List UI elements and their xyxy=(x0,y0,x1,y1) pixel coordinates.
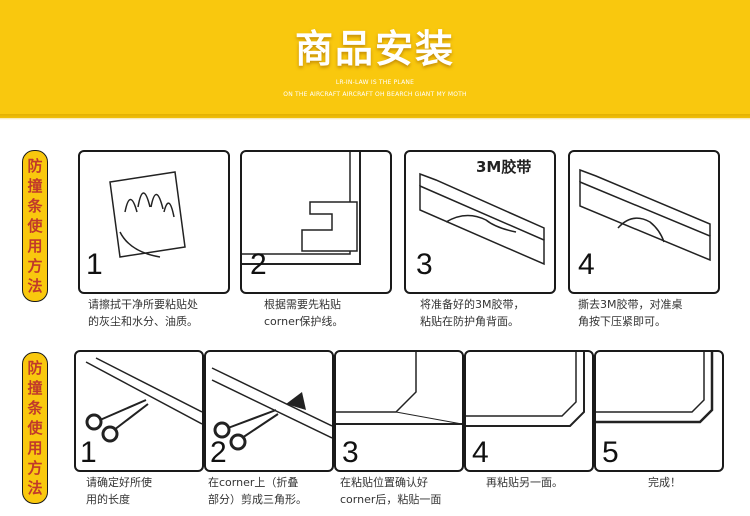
side-char: 撞 xyxy=(27,379,43,397)
subtitle-line-1: LR-IN-LAW IS THE PLANE xyxy=(335,79,415,86)
row2-step5-card: 5 xyxy=(594,350,724,472)
step-number: 1 xyxy=(80,436,97,469)
side-char: 用 xyxy=(27,237,43,255)
row2-step2-caption: 在corner上（折叠 部分）剪成三角形。 xyxy=(208,476,307,506)
row1-step2-card: 2 xyxy=(240,150,392,294)
side-char: 防 xyxy=(27,359,43,377)
banner-shadow xyxy=(0,114,750,120)
row2-step4-card: 4 xyxy=(464,350,594,472)
row1-side-label: 防 撞 条 使 用 方 法 xyxy=(22,150,48,302)
row1-step2-caption: 根据需要先粘贴 corner保护线。 xyxy=(264,298,344,328)
header-banner xyxy=(0,0,750,118)
finished-corner-illustration xyxy=(596,352,714,424)
row1-step3-caption: 将准备好的3M胶带， 粘贴在防护角背面。 xyxy=(420,298,525,328)
side-char: 防 xyxy=(27,157,43,175)
row2-step3-caption: 在粘贴位置确认好 corner后，粘贴一面 xyxy=(340,476,442,506)
side-char: 用 xyxy=(27,439,43,457)
step-number: 2 xyxy=(210,436,227,469)
peel-tape-illustration xyxy=(579,168,711,262)
side-char: 方 xyxy=(27,257,43,275)
subtitle-line-2: ON THE AIRCRAFT AIRCRAFT OH BEARCH GIANT… xyxy=(283,91,467,98)
side-char: 方 xyxy=(27,459,43,477)
row2-step1-card: 1 xyxy=(74,350,204,472)
cleaning-cloth-illustration xyxy=(109,171,186,258)
step-number: 3 xyxy=(342,436,359,469)
side-char: 条 xyxy=(27,399,43,417)
row2-step2-card: 2 xyxy=(204,350,334,472)
step-number: 4 xyxy=(578,248,595,281)
row1-step4-card: 4 xyxy=(568,150,720,294)
side-char: 使 xyxy=(27,217,43,235)
page-title: 商品安装 xyxy=(294,27,455,71)
attach-other-side-illustration xyxy=(466,352,585,427)
row1-step1-card: 1 xyxy=(78,150,230,294)
side-char: 条 xyxy=(27,197,43,215)
step-number: 1 xyxy=(86,248,103,281)
attach-one-side-illustration xyxy=(336,352,462,425)
tape-strip-illustration xyxy=(419,172,545,266)
side-char: 使 xyxy=(27,419,43,437)
step-number: 5 xyxy=(602,436,619,469)
step-number: 4 xyxy=(472,436,489,469)
scissors-triangle-illustration xyxy=(211,367,332,451)
scissors-cut-illustration xyxy=(85,357,202,443)
row2-step3-card: 3 xyxy=(334,350,464,472)
row2-step4-caption: 再粘贴另一面。 xyxy=(486,476,563,489)
row1-step3-card: 3M胶带 3 xyxy=(404,150,556,294)
row1-step1-caption: 请擦拭干净所要粘贴处 的灰尘和水分、油质。 xyxy=(88,298,198,328)
step-number: 3 xyxy=(416,248,433,281)
step-number: 2 xyxy=(250,248,267,281)
row2-step5-caption: 完成！ xyxy=(648,476,681,489)
side-char: 法 xyxy=(27,479,43,497)
tape-label: 3M胶带 xyxy=(476,158,532,176)
corner-guard-illustration xyxy=(242,152,361,265)
row2-step1-caption: 请确定好所使 用的长度 xyxy=(86,476,152,506)
side-char: 撞 xyxy=(27,177,43,195)
row1-step4-caption: 撕去3M胶带，对准桌 角按下压紧即可。 xyxy=(578,298,683,328)
side-char: 法 xyxy=(27,277,43,295)
row2-side-label: 防 撞 条 使 用 方 法 xyxy=(22,352,48,504)
